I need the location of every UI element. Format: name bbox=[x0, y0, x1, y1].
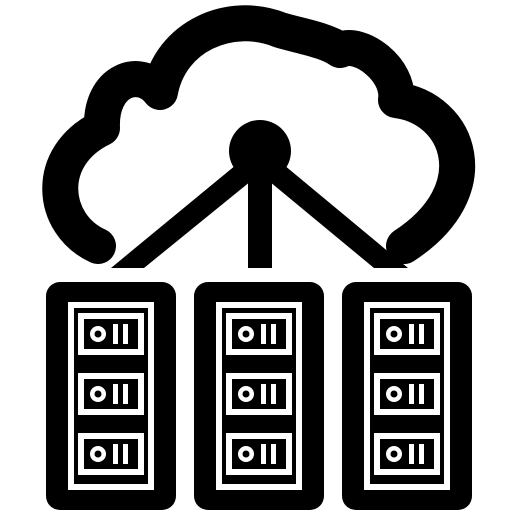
drive-slot bbox=[271, 324, 276, 344]
server-rack-icon bbox=[46, 282, 176, 510]
drive-slot bbox=[409, 444, 414, 464]
server-rack-icon bbox=[194, 282, 324, 510]
cloud-icon bbox=[42, 5, 476, 264]
cloud-outline bbox=[42, 5, 476, 264]
hub-link-left bbox=[111, 160, 262, 268]
power-indicator-core bbox=[242, 330, 250, 338]
drive-slot bbox=[113, 384, 118, 404]
power-indicator-core bbox=[94, 450, 102, 458]
drive-slot bbox=[271, 444, 276, 464]
drive-slot bbox=[409, 324, 414, 344]
server-racks bbox=[46, 282, 472, 510]
drive-slot bbox=[409, 384, 414, 404]
drive-slot bbox=[261, 324, 266, 344]
power-indicator-core bbox=[242, 450, 250, 458]
power-indicator-core bbox=[390, 450, 398, 458]
hub-link-center bbox=[248, 160, 272, 268]
power-indicator-core bbox=[390, 330, 398, 338]
drive-slot bbox=[123, 324, 128, 344]
drive-slot bbox=[123, 384, 128, 404]
power-indicator-core bbox=[242, 390, 250, 398]
power-indicator-core bbox=[390, 390, 398, 398]
power-indicator-core bbox=[94, 330, 102, 338]
power-indicator-core bbox=[94, 390, 102, 398]
drive-slot bbox=[113, 444, 118, 464]
drive-slot bbox=[271, 384, 276, 404]
drive-slot bbox=[419, 384, 424, 404]
drive-slot bbox=[419, 324, 424, 344]
hub-link-right bbox=[258, 160, 408, 268]
drive-slot bbox=[261, 384, 266, 404]
drive-slot bbox=[261, 444, 266, 464]
drive-slot bbox=[123, 444, 128, 464]
drive-slot bbox=[113, 324, 118, 344]
drive-slot bbox=[419, 444, 424, 464]
server-rack-icon bbox=[342, 282, 472, 510]
network-hub-icon bbox=[111, 120, 408, 268]
